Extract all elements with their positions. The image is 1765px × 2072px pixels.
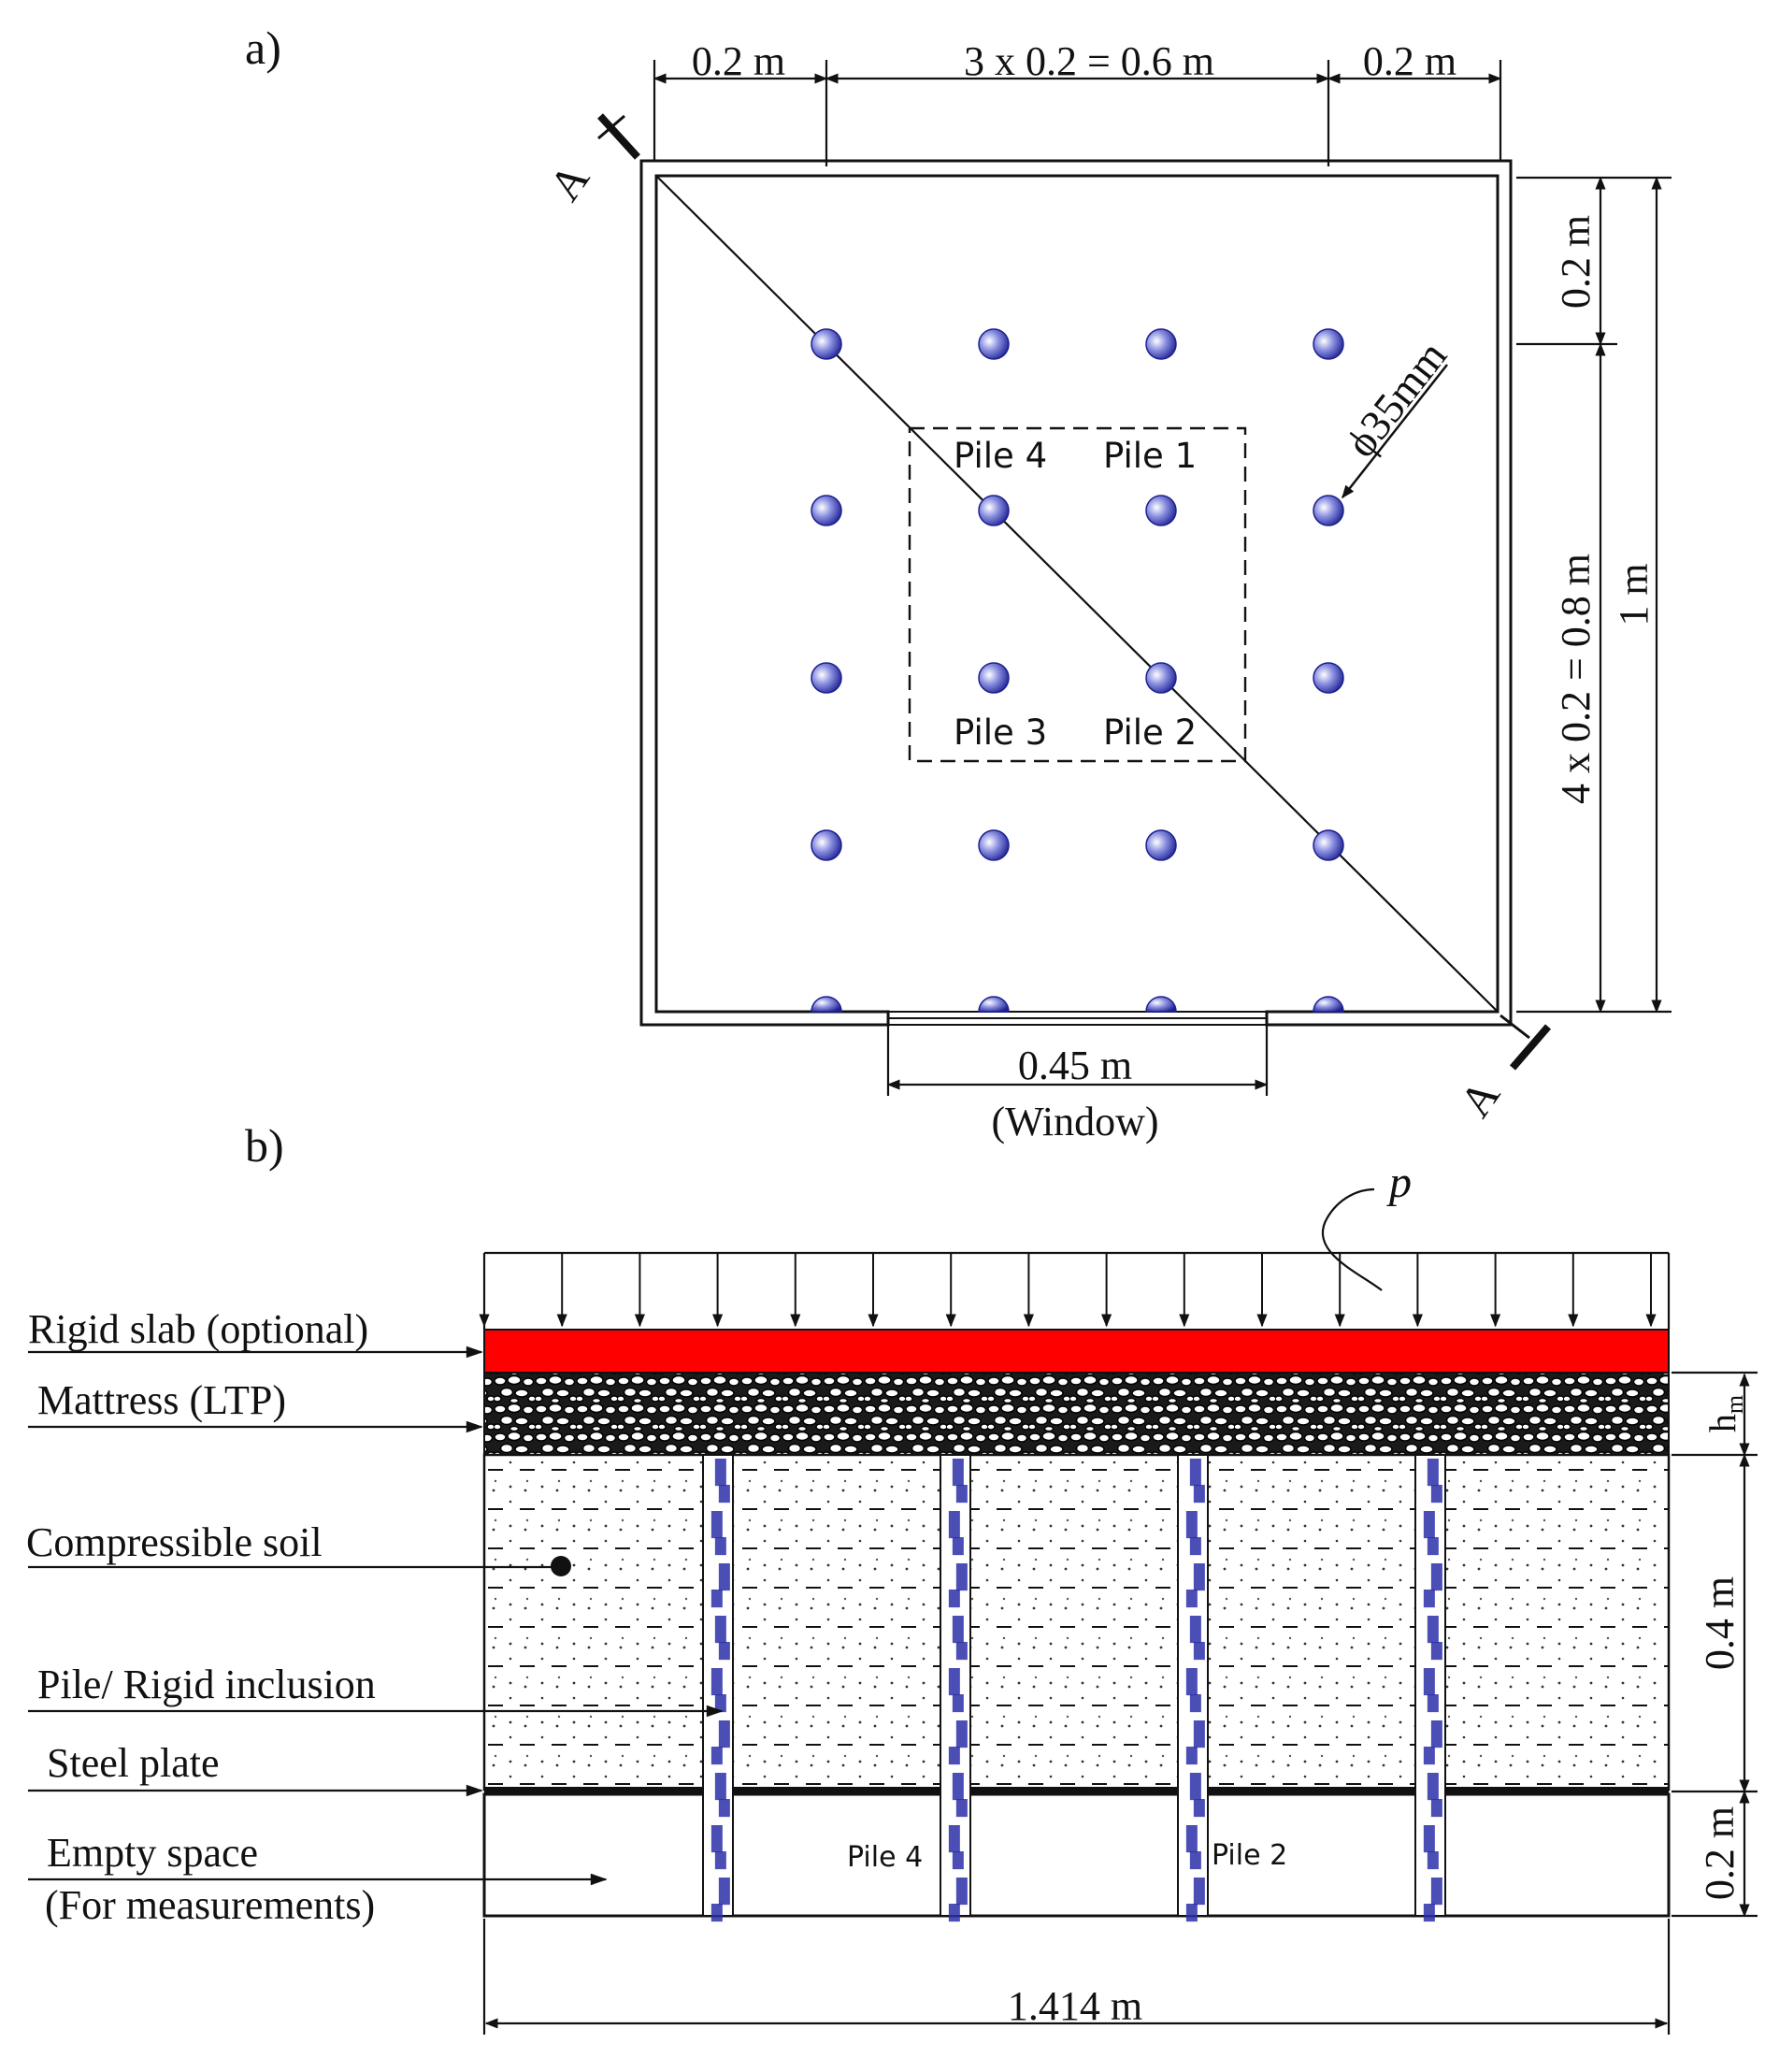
section-marker-top: A bbox=[540, 113, 640, 209]
section-pile-label-4: Pile 4 bbox=[847, 1841, 923, 1874]
pile-4-3 bbox=[1145, 829, 1177, 861]
label-pile: Pile/ Rigid inclusion bbox=[37, 1662, 376, 1707]
pile-1-3 bbox=[1145, 328, 1177, 360]
section-label-top: A bbox=[540, 154, 599, 209]
panel-a-label: a) bbox=[245, 22, 281, 74]
steel-plate bbox=[484, 1787, 1669, 1794]
dim-right-total: 1 m bbox=[1611, 563, 1657, 626]
window-opening bbox=[888, 1011, 1267, 1026]
pile-2-3 bbox=[1145, 495, 1177, 526]
right-dimension: 0.2 m 4 x 0.2 = 0.8 m 1 m bbox=[1516, 176, 1672, 1014]
pile-shafts bbox=[702, 1454, 1446, 1922]
dim-empty: 0.2 m bbox=[1697, 1806, 1743, 1900]
mattress-layer bbox=[483, 1372, 1670, 1456]
soil-marker-dot bbox=[551, 1556, 571, 1576]
section-line-a-a bbox=[655, 175, 1499, 1013]
pile-label-1: Pile 1 bbox=[1103, 436, 1197, 476]
pile-5-4 bbox=[1313, 996, 1344, 1013]
dim-right-mid: 4 x 0.2 = 0.8 m bbox=[1553, 554, 1599, 804]
pile-3-3 bbox=[1145, 662, 1177, 694]
pile-2-2 bbox=[978, 495, 1010, 526]
dim-top-right: 0.2 m bbox=[1363, 38, 1456, 84]
compressible-soil bbox=[482, 1453, 1671, 1791]
pile-3-2 bbox=[978, 662, 1010, 694]
empty-space bbox=[482, 1792, 1671, 1918]
section-view: p Pile 4 Pile 2 Rigid slab (optional) Ma… bbox=[26, 1158, 1758, 2035]
label-empty-space: Empty space bbox=[47, 1830, 258, 1876]
pile-1-2 bbox=[978, 328, 1010, 360]
pile-3-1 bbox=[811, 662, 842, 694]
instrumented-zone bbox=[908, 426, 1247, 763]
pile-shaft-3 bbox=[1177, 1454, 1209, 1922]
pile-label-3: Pile 3 bbox=[954, 712, 1047, 753]
diameter-leader bbox=[1342, 364, 1448, 499]
pile-2-1 bbox=[811, 495, 842, 526]
dim-right-small: 0.2 m bbox=[1553, 215, 1599, 309]
label-rigid-slab: Rigid slab (optional) bbox=[28, 1306, 368, 1352]
pile-shaft-1 bbox=[702, 1454, 734, 1922]
window-dimension: 0.45 m (Window) bbox=[886, 1025, 1269, 1144]
window-dim-label: 0.45 m bbox=[1018, 1043, 1132, 1088]
panel-b-label: b) bbox=[245, 1119, 284, 1172]
dim-hm: hm bbox=[1701, 1395, 1748, 1432]
pile-label-2: Pile 2 bbox=[1103, 712, 1197, 753]
rigid-slab bbox=[483, 1329, 1670, 1374]
load-leader bbox=[1321, 1187, 1383, 1291]
pile-4-2 bbox=[978, 829, 1010, 861]
pile-4-4 bbox=[1313, 829, 1344, 861]
pile-1-4 bbox=[1313, 328, 1344, 360]
label-for-measurements: (For measurements) bbox=[45, 1882, 375, 1928]
pile-label-4: Pile 4 bbox=[954, 436, 1047, 476]
load-arrows bbox=[479, 1253, 1657, 1328]
pile-3-4 bbox=[1313, 662, 1344, 694]
label-mattress: Mattress (LTP) bbox=[37, 1377, 286, 1423]
dim-width: 1.414 m bbox=[1008, 1983, 1142, 2029]
section-pile-label-2: Pile 2 bbox=[1212, 1839, 1287, 1872]
section-width-dimension: 1.414 m bbox=[482, 1919, 1671, 2035]
pile-4-1 bbox=[811, 829, 842, 861]
label-steel-plate: Steel plate bbox=[47, 1740, 220, 1786]
section-marker-bottom: A bbox=[1451, 1014, 1552, 1126]
load-label: p bbox=[1386, 1158, 1412, 1207]
layer-labels: Rigid slab (optional) Mattress (LTP) Com… bbox=[26, 1306, 724, 1928]
dim-soil: 0.4 m bbox=[1697, 1576, 1743, 1670]
top-dimension: 0.2 m 3 x 0.2 = 0.6 m 0.2 m bbox=[653, 38, 1502, 166]
pile-1-1 bbox=[811, 328, 842, 360]
pile-grid bbox=[811, 328, 1344, 1013]
plan-view: Pile 4 Pile 1 Pile 3 Pile 2 A A ϕ35mm 0.… bbox=[540, 38, 1672, 1144]
window-label: (Window) bbox=[991, 1099, 1158, 1144]
pile-5-3 bbox=[1145, 996, 1177, 1013]
pile-2-4 bbox=[1313, 495, 1344, 526]
dim-top-middle: 3 x 0.2 = 0.6 m bbox=[964, 38, 1214, 84]
section-right-dimensions: hm 0.4 m 0.2 m bbox=[1672, 1371, 1758, 1918]
pile-5-1 bbox=[811, 996, 842, 1013]
pile-5-2 bbox=[978, 996, 1010, 1013]
dim-top-left: 0.2 m bbox=[692, 38, 785, 84]
section-label-bottom: A bbox=[1451, 1071, 1510, 1126]
pile-shaft-2 bbox=[940, 1454, 971, 1922]
label-compressible-soil: Compressible soil bbox=[26, 1519, 323, 1565]
pile-diameter-label: ϕ35mm bbox=[1337, 332, 1456, 466]
pile-shaft-4 bbox=[1414, 1454, 1446, 1922]
